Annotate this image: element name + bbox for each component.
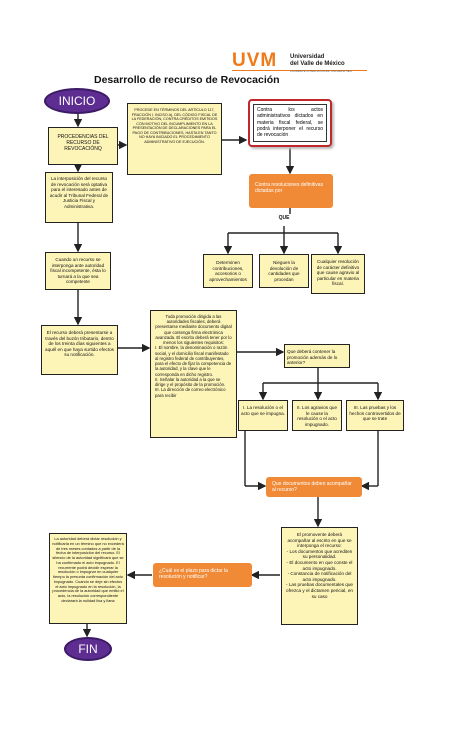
start-label: INICIO — [58, 94, 96, 108]
start-node: INICIO — [44, 88, 110, 114]
uvm-logo: UVM — [232, 50, 278, 71]
end-node: FIN — [64, 637, 112, 661]
que-debera-box: Que deberá contener la promoción además … — [284, 344, 350, 368]
end-label: FIN — [78, 642, 98, 656]
requirement-3: III. La dirección de correo electrónico … — [155, 387, 226, 398]
option-3-box: III. Las pruebas y los hechos controvert… — [346, 400, 404, 431]
page-title: Desarrollo de recurso de Revocación — [94, 74, 280, 86]
interposicion-box: La interposición del recurso de revocaci… — [45, 172, 113, 223]
university-line-1: Universidad — [290, 54, 325, 60]
cuando-box: Cuando un recurso se interponga ante aut… — [45, 252, 111, 290]
determinen-box: Determinen contribuciones, accesorios o … — [203, 254, 253, 288]
contra-actos-box: Contra los actos administrativos dictado… — [248, 99, 332, 147]
que-documentos-box: Que documentos deben acompañar al recurs… — [266, 477, 362, 497]
contra-actos-text: Contra los actos administrativos dictado… — [253, 104, 327, 142]
contra-resoluciones-box: Contra resoluciones definitivas dictadas… — [249, 174, 333, 208]
procede-box: PROCEDE EN TÉRMINOS DEL ARTÍCULO 117, FR… — [127, 103, 222, 175]
university-line-2: del Valle de México — [290, 60, 345, 67]
promocion-intro: Toda promoción dirigida a las autoridade… — [155, 314, 232, 346]
logo-divider — [232, 70, 367, 71]
promovente-box: El promovente deberá acompañar al escrit… — [281, 527, 358, 625]
nieguen-box: Nieguen la devolución de cantidades que … — [259, 254, 309, 288]
option-2-box: II. Los agravios que le cause la resoluc… — [292, 400, 342, 431]
cualquier-box: Cualquier resolución de carácter definit… — [311, 254, 365, 294]
procedencias-box: PROCEDENCIAS DEL RECURSO DE REVOCACIÓNQ — [48, 127, 118, 165]
que-label: QUE — [278, 215, 290, 221]
option-1-box: I. La resolución o el acto que se impugn… — [238, 400, 288, 431]
logo-subtext: LAUREATE INTERNATIONAL UNIVERSITIES — [290, 69, 352, 73]
el-recurso-box: El recurso deberá presentarse a través d… — [41, 325, 118, 375]
toda-promocion-box: Toda promoción dirigida a las autoridade… — [150, 310, 237, 438]
university-name: Universidad del Valle de México — [290, 54, 345, 68]
la-autoridad-box: La autoridad deberá dictar resolución y … — [49, 533, 127, 624]
requirement-1: I. El nombre, la denominación o razón so… — [155, 345, 232, 377]
requirement-2: II. Señalar la autoridad a la que se dir… — [155, 376, 226, 388]
cual-plazo-box: ¿Cuál es el plazo para dictar la resoluc… — [153, 563, 252, 587]
